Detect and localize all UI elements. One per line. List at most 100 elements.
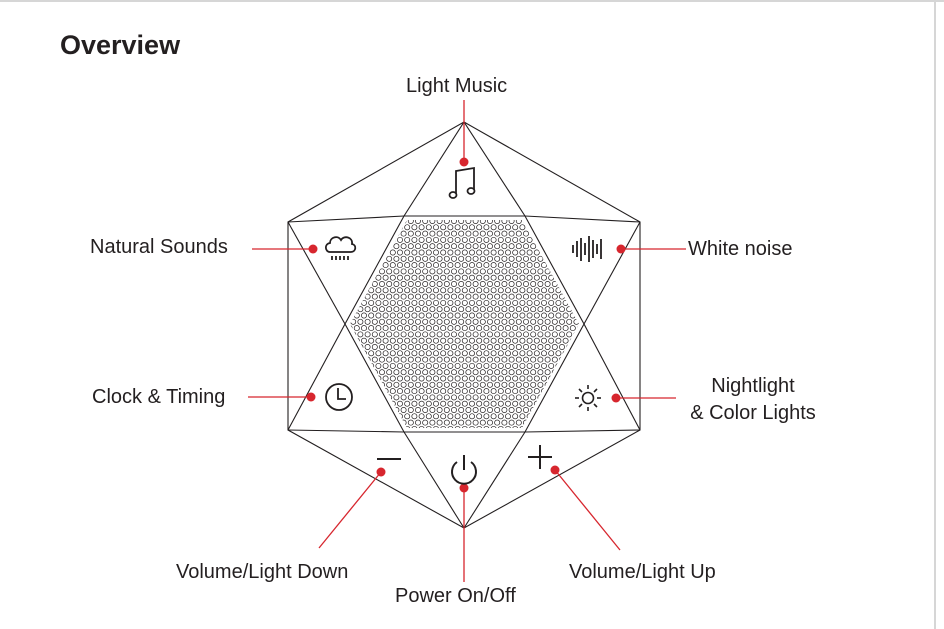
grille-hole — [364, 306, 371, 313]
grille-hole — [461, 350, 468, 357]
grille-hole — [353, 350, 360, 357]
grille-hole — [526, 388, 533, 395]
grille-hole — [436, 230, 443, 237]
grille-hole — [472, 356, 479, 363]
grille-hole — [505, 274, 511, 281]
grille-hole — [490, 249, 497, 256]
grille-hole — [515, 255, 522, 262]
grille-hole — [379, 407, 385, 413]
grille-hole — [472, 344, 479, 350]
grille-hole — [436, 268, 443, 275]
grille-hole — [404, 362, 411, 369]
grille-hole — [425, 236, 432, 243]
grille-hole — [555, 249, 562, 256]
grille-hole — [411, 249, 418, 256]
grille-hole — [411, 236, 418, 243]
grille-hole — [357, 220, 364, 224]
grille-hole — [581, 382, 586, 387]
grille-hole — [573, 356, 579, 363]
grille-hole — [487, 381, 493, 388]
grille-hole — [436, 369, 443, 376]
grille-hole — [566, 419, 573, 426]
grille-hole — [343, 332, 348, 337]
grille-hole — [343, 281, 348, 286]
grille-hole — [433, 362, 439, 369]
grille-hole — [443, 255, 450, 262]
grille-hole — [350, 224, 353, 231]
grille-hole — [497, 224, 504, 231]
grille-hole — [397, 350, 403, 357]
callout-dots — [306, 157, 626, 493]
speaker-grille-holes — [343, 220, 586, 428]
label-nightlight: Nightlight & Color Lights — [680, 374, 826, 425]
grille-hole — [436, 407, 443, 413]
grille-hole — [418, 274, 425, 281]
grille-hole — [353, 325, 360, 332]
grille-hole — [404, 375, 411, 382]
grille-hole — [559, 331, 565, 338]
grille-hole — [472, 369, 479, 376]
grille-hole — [469, 312, 475, 319]
grille-hole — [487, 344, 493, 350]
grille-hole — [505, 400, 511, 407]
grille-hole — [508, 318, 515, 325]
grille-hole — [537, 356, 544, 363]
grille-hole — [343, 370, 348, 375]
grille-hole — [379, 230, 385, 237]
grille-hole — [512, 249, 519, 256]
grille-hole — [526, 299, 533, 306]
grille-hole — [512, 413, 519, 420]
music-note-icon — [448, 166, 476, 199]
grille-hole — [447, 224, 454, 231]
grille-hole — [519, 262, 526, 269]
grille-hole — [451, 293, 457, 300]
grille-hole — [469, 362, 475, 369]
grille-hole — [415, 344, 421, 350]
grille-hole — [505, 425, 511, 428]
grille-hole — [368, 413, 375, 420]
grille-hole — [551, 331, 558, 338]
grille-hole — [465, 243, 472, 250]
grille-hole — [494, 230, 501, 237]
grille-hole — [483, 249, 490, 256]
grille-hole — [581, 231, 586, 236]
grille-hole — [541, 299, 547, 306]
grille-hole — [415, 419, 421, 426]
grille-hole — [533, 375, 540, 382]
grille-hole — [343, 231, 348, 236]
grille-hole — [581, 269, 586, 274]
grille-hole — [407, 293, 414, 300]
grille-hole — [375, 325, 382, 332]
grille-hole — [512, 350, 519, 357]
grille-hole — [400, 306, 407, 313]
grille-hole — [555, 262, 562, 269]
grille-hole — [454, 274, 461, 281]
grille-hole — [581, 420, 586, 425]
grille-hole — [379, 243, 385, 250]
grille-hole — [508, 369, 515, 376]
grille-hole — [382, 312, 389, 319]
grille-hole — [447, 425, 454, 428]
grille-hole — [375, 274, 382, 281]
grille-hole — [479, 281, 486, 287]
grille-hole — [400, 356, 407, 363]
grille-hole — [555, 375, 562, 382]
grille-hole — [357, 356, 364, 363]
grille-hole — [375, 350, 382, 357]
grille-hole — [400, 419, 407, 426]
grille-hole — [566, 220, 573, 224]
grille-hole — [555, 224, 562, 231]
grille-hole — [533, 287, 540, 294]
grille-hole — [519, 236, 526, 243]
grille-hole — [465, 331, 472, 338]
grille-hole — [379, 293, 385, 300]
grille-hole — [379, 306, 385, 313]
grille-hole — [476, 413, 483, 420]
grille-hole — [566, 281, 573, 287]
callout-dot-volume-down — [376, 467, 386, 477]
grille-hole — [566, 318, 573, 325]
grille-hole — [472, 243, 479, 250]
grille-hole — [548, 362, 555, 369]
grille-hole — [537, 293, 544, 300]
grille-hole — [440, 350, 447, 357]
